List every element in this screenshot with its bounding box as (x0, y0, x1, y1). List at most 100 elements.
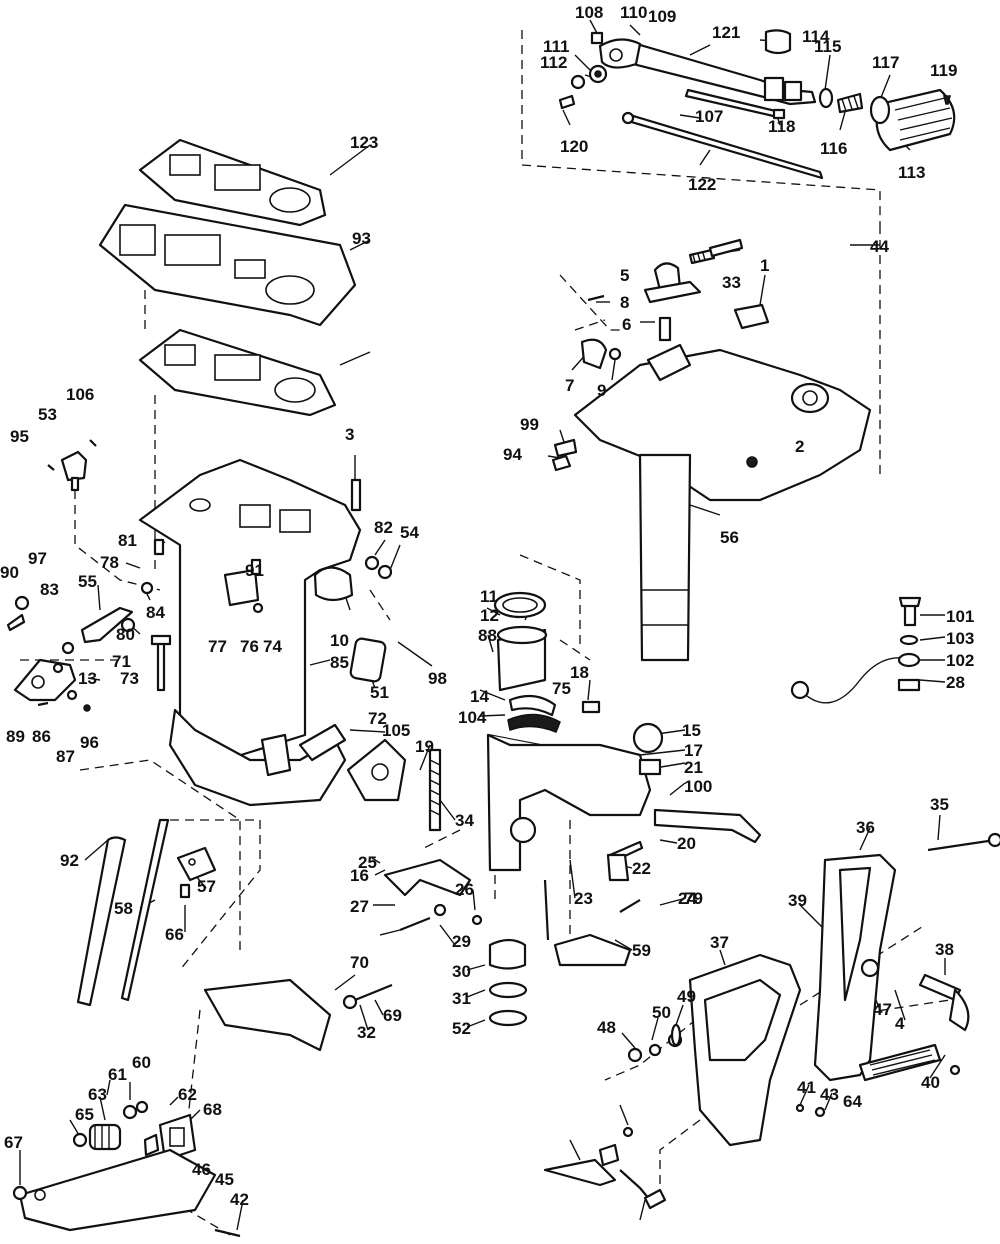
callout-97: 97 (28, 549, 47, 568)
callout-66: 66 (165, 925, 184, 944)
callout-47: 47 (873, 1000, 892, 1019)
left-side-small-parts (6, 439, 172, 712)
callout-49: 49 (677, 987, 696, 1006)
callout-37: 37 (710, 933, 729, 952)
callout-20: 20 (677, 834, 696, 853)
callout-119: 119 (930, 61, 957, 80)
callout-42: 42 (230, 1190, 249, 1209)
callout-91: 91 (245, 561, 264, 580)
callout-52: 52 (452, 1019, 471, 1038)
callout-8: 8 (620, 293, 629, 312)
callout-87: 87 (56, 747, 75, 766)
callout-10: 10 (330, 631, 349, 650)
callout-74: 74 (263, 637, 282, 656)
callout-46: 46 (192, 1160, 211, 1179)
callout-109: 109 (648, 7, 676, 26)
callout-123: 123 (350, 133, 378, 152)
callout-26: 26 (455, 880, 474, 899)
callout-64: 64 (843, 1092, 862, 1111)
callout-113: 113 (898, 163, 925, 182)
callout-44: 44 (870, 237, 889, 256)
callout-103: 103 (946, 629, 974, 648)
callout-28: 28 (946, 673, 965, 692)
callout-83: 83 (40, 580, 59, 599)
swivel-bracket (551, 238, 872, 662)
callout-93: 93 (352, 229, 371, 248)
callout-105: 105 (382, 721, 410, 740)
callout-41: 41 (797, 1078, 816, 1097)
callout-58: 58 (114, 899, 133, 918)
callout-62: 62 (178, 1085, 197, 1104)
callout-96: 96 (80, 733, 99, 752)
callout-116: 116 (820, 139, 847, 158)
callout-75: 75 (552, 679, 571, 698)
callout-31: 31 (452, 989, 471, 1008)
callout-90: 90 (0, 563, 19, 582)
callout-48: 48 (597, 1018, 616, 1037)
callout-107: 107 (695, 107, 723, 126)
callout-120: 120 (560, 137, 588, 156)
callout-111: 111 (543, 37, 570, 56)
exhaust-housing (138, 458, 442, 832)
callout-99: 99 (520, 415, 539, 434)
callout-2: 2 (795, 437, 804, 456)
callout-106: 106 (66, 385, 94, 404)
ground-strap (790, 596, 922, 704)
callout-84: 84 (146, 603, 165, 622)
callout-65: 65 (75, 1105, 94, 1124)
leader-lines (19, 19, 946, 1231)
callout-51: 51 (370, 683, 389, 702)
callout-40: 40 (921, 1073, 940, 1092)
callout-27: 27 (350, 897, 369, 916)
callout-55: 55 (78, 572, 97, 591)
callout-21: 21 (684, 758, 703, 777)
callout-108: 108 (575, 3, 603, 22)
callout-34: 34 (455, 811, 474, 830)
callout-79: 79 (684, 889, 703, 908)
callout-100: 100 (684, 777, 712, 796)
callout-101: 101 (946, 607, 974, 626)
callout-72: 72 (368, 709, 387, 728)
callout-19: 19 (415, 737, 434, 756)
callout-67: 67 (4, 1133, 23, 1152)
callout-13: 13 (78, 669, 97, 688)
callout-32: 32 (357, 1023, 376, 1042)
callout-6: 6 (622, 315, 631, 334)
callout-85: 85 (330, 653, 349, 672)
callout-114: 114 (802, 27, 830, 46)
callout-110: 110 (620, 3, 647, 22)
callout-3: 3 (345, 425, 354, 444)
callout-115: 115 (814, 37, 841, 56)
callout-9: 9 (597, 381, 606, 400)
callout-39: 39 (788, 891, 807, 910)
callout-104: 104 (458, 708, 487, 727)
callout-71: 71 (112, 652, 131, 671)
gaskets-and-adapter-plate (98, 138, 357, 417)
callout-81: 81 (118, 531, 137, 550)
callout-18: 18 (570, 663, 589, 682)
callout-7: 7 (565, 376, 574, 395)
callout-118: 118 (768, 117, 795, 136)
callout-121: 121 (712, 23, 740, 42)
callout-73: 73 (120, 669, 139, 688)
callout-38: 38 (935, 940, 954, 959)
callout-16: 16 (350, 866, 369, 885)
callout-82: 82 (374, 518, 393, 537)
callout-57: 57 (197, 877, 216, 896)
callout-23: 23 (574, 889, 593, 908)
callout-70: 70 (350, 953, 369, 972)
callout-4: 4 (895, 1014, 905, 1033)
callout-69: 69 (383, 1006, 402, 1025)
callout-88: 88 (478, 626, 497, 645)
callout-24: 24 (678, 889, 697, 908)
callout-45: 45 (215, 1170, 234, 1189)
callout-56: 56 (720, 528, 739, 547)
callout-50: 50 (652, 1003, 671, 1022)
callout-35: 35 (930, 795, 949, 814)
callout-22: 22 (632, 859, 651, 878)
callout-54: 54 (400, 523, 419, 542)
callout-17: 17 (684, 741, 703, 760)
callout-77: 77 (208, 637, 227, 656)
